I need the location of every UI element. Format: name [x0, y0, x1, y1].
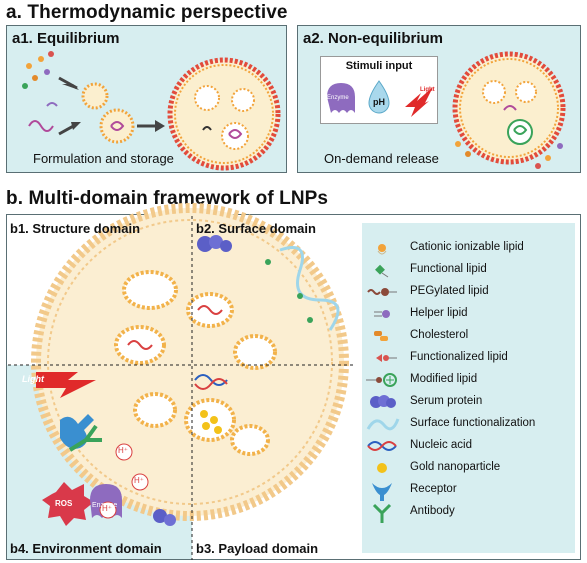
- section-a-title: a. Thermodynamic perspective: [6, 2, 288, 23]
- env-antibody-icon: [68, 424, 102, 452]
- panel-a2-caption: On-demand release: [324, 151, 439, 166]
- serum-protein-icon: [370, 395, 396, 408]
- functionalized-lipid-icon: [376, 354, 397, 362]
- ros-burst-icon: [42, 482, 94, 526]
- legend-item: Modified lipid: [362, 371, 574, 389]
- arrow-icon: [137, 120, 165, 132]
- light-bolt-icon: [405, 87, 433, 117]
- payload-domain-label: b3. Payload domain: [196, 541, 319, 556]
- ros-label: ROS: [55, 499, 73, 508]
- h-plus-icon: [99, 443, 149, 519]
- legend-label: Antibody: [410, 505, 455, 517]
- legend-item: Functionalized lipid: [362, 349, 574, 367]
- environment-domain-label: b4. Environment domain: [10, 541, 162, 556]
- receptor-icon: [372, 483, 392, 501]
- structure-domain-label: b1. Structure domain: [10, 221, 141, 236]
- legend-item: Cationic ionizable lipid: [362, 239, 574, 257]
- gold-nanoparticle-icon: [377, 463, 387, 473]
- legend-item: Functional lipid: [362, 261, 574, 279]
- large-lnp-icon: [167, 57, 281, 171]
- legend-item: PEGylated lipid: [362, 283, 574, 301]
- legend-label: Functional lipid: [410, 263, 487, 275]
- surface-domain-label: b2. Surface domain: [196, 221, 316, 236]
- lnp-particle-icon: [31, 203, 349, 521]
- legend-label: Serum protein: [410, 395, 483, 407]
- legend-panel: Cationic ionizable lipid Functional lipi…: [362, 223, 575, 553]
- pegylated-lipid-icon: [367, 288, 397, 296]
- ph-drop-icon: [368, 80, 390, 114]
- legend-item: Antibody: [362, 503, 574, 523]
- legend-item: Serum protein: [362, 393, 574, 411]
- legend-item: Cholesterol: [362, 327, 574, 345]
- panel-a1-equilibrium: a1. Equilibrium Formulatio: [6, 25, 287, 173]
- stimuli-ph-label: pH: [373, 97, 385, 107]
- stimuli-title: Stimuli input: [345, 60, 413, 72]
- nucleic-acid-icon: [367, 441, 397, 451]
- legend-label: Cationic ionizable lipid: [410, 241, 524, 253]
- legend-item: Surface functionalization: [362, 415, 574, 433]
- stimuli-light-label: Light: [420, 87, 435, 93]
- legend-label: Receptor: [410, 483, 457, 495]
- legend-item: Gold nanoparticle: [362, 459, 574, 477]
- arrow-icon: [58, 122, 81, 136]
- cationic-lipid-icon: [377, 244, 387, 255]
- legend-label: Modified lipid: [410, 373, 478, 385]
- cholesterol-icon: [374, 331, 388, 341]
- legend-label: Nucleic acid: [410, 439, 472, 451]
- env-enzyme-label: Enzyme: [92, 502, 118, 509]
- release-illustration: [452, 51, 566, 169]
- stimuli-enzyme-label: Enzyme: [327, 95, 349, 101]
- released-lipids-icon: [455, 141, 563, 169]
- surface-functionalization-icon: [366, 418, 400, 431]
- panel-a2-title: a2. Non-equilibrium: [303, 30, 444, 47]
- surface-functionalization-strands-icon: [279, 246, 340, 331]
- serum-protein-cluster-icon: [197, 235, 232, 252]
- functional-lipid-icon: [375, 264, 389, 278]
- env-serum-protein-icon: [153, 509, 176, 526]
- helper-lipid-icon: [374, 310, 390, 318]
- legend-label: Surface functionalization: [410, 417, 536, 429]
- env-light-label: Light: [22, 374, 44, 384]
- free-lipids-icon: [22, 51, 54, 89]
- legend-item: Nucleic acid: [362, 437, 574, 455]
- panel-a1-title: a1. Equilibrium: [12, 30, 120, 47]
- section-b-title: b. Multi-domain framework of LNPs: [6, 188, 329, 209]
- antibody-icon: [372, 503, 392, 523]
- h-plus-label-1: H⁺: [118, 446, 128, 455]
- stimuli-input-box: Stimuli input Enzyme pH Light: [320, 56, 438, 124]
- panel-a1-caption: Formulation and storage: [33, 151, 174, 166]
- panel-a2-non-equilibrium: a2. Non-equilibrium Stimuli input Enzyme…: [297, 25, 581, 173]
- h-plus-label-2: H⁺: [134, 476, 144, 485]
- legend-label: Gold nanoparticle: [410, 461, 501, 473]
- legend-item: Helper lipid: [362, 305, 574, 323]
- legend-label: PEGylated lipid: [410, 285, 489, 297]
- enzyme-icon: [327, 83, 355, 113]
- free-rna-icon: [28, 120, 54, 132]
- h-plus-label-3: H⁺: [102, 504, 112, 513]
- releasing-lnp-icon: [452, 51, 566, 165]
- legend-label: Cholesterol: [410, 329, 469, 341]
- small-lnp-icon: [81, 82, 135, 144]
- legend-item: Receptor: [362, 481, 574, 501]
- modified-lipid-icon: [366, 373, 397, 387]
- legend-label: Helper lipid: [410, 307, 468, 319]
- legend-label: Functionalized lipid: [410, 351, 508, 363]
- arrow-icon: [58, 76, 79, 90]
- env-light-bolt-icon: [36, 372, 96, 398]
- equilibrium-illustration: [22, 51, 281, 171]
